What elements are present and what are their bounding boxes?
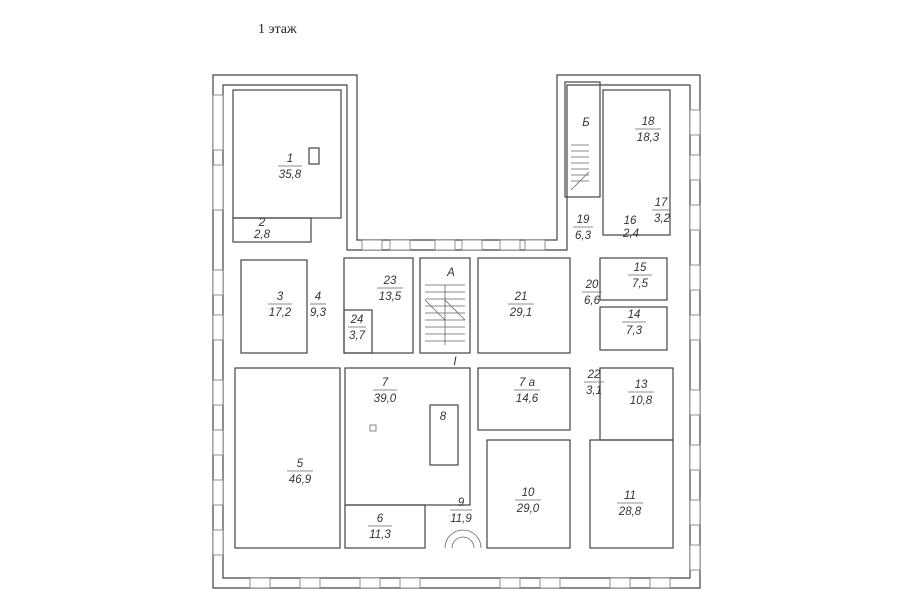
svg-text:3: 3 <box>277 291 284 303</box>
room-24-label: 243,7 <box>348 314 366 342</box>
svg-text:2,4: 2,4 <box>622 228 639 240</box>
svg-text:13,5: 13,5 <box>379 291 402 303</box>
svg-text:20: 20 <box>585 279 599 291</box>
svg-text:9: 9 <box>458 497 465 509</box>
room-13-label: 13 10,8 <box>628 379 654 407</box>
room-11-label: 11 28,8 <box>617 490 643 518</box>
svg-text:7: 7 <box>382 377 389 389</box>
svg-text:28,8: 28,8 <box>618 506 642 518</box>
svg-text:6,6: 6,6 <box>584 295 601 307</box>
svg-text:2,8: 2,8 <box>253 229 271 241</box>
svg-text:1: 1 <box>287 153 293 165</box>
svg-text:14: 14 <box>628 309 641 321</box>
svg-text:29,0: 29,0 <box>516 503 540 515</box>
room-4-label: 49,3 <box>310 291 327 319</box>
svg-text:6,3: 6,3 <box>575 230 592 242</box>
svg-text:17,2: 17,2 <box>269 307 292 319</box>
svg-text:3,1: 3,1 <box>586 385 602 397</box>
svg-text:9,3: 9,3 <box>310 307 327 319</box>
svg-text:7,3: 7,3 <box>626 325 643 337</box>
svg-text:15: 15 <box>634 262 647 274</box>
room-22-label: 223,1 <box>584 369 604 397</box>
svg-text:18,3: 18,3 <box>637 132 660 144</box>
svg-text:22: 22 <box>587 369 601 381</box>
svg-text:6: 6 <box>377 513 384 525</box>
room-14-label: 147,3 <box>622 309 646 337</box>
stair-i-label: I <box>453 356 457 368</box>
svg-text:3,2: 3,2 <box>654 213 671 225</box>
room-7-label: 739,0 <box>373 377 397 405</box>
svg-text:10,8: 10,8 <box>630 395 653 407</box>
room-20-label: 206,6 <box>582 279 602 307</box>
room-7a-label: 7 а 14,6 <box>514 377 540 405</box>
svg-text:18: 18 <box>642 116 655 128</box>
svg-text:29,1: 29,1 <box>509 307 532 319</box>
room-16-label: 162,4 <box>622 215 639 240</box>
stair-a <box>424 284 466 345</box>
room-17-label: 173,2 <box>652 197 671 225</box>
room-9-label: 911,9 <box>450 497 472 525</box>
svg-text:8: 8 <box>440 411 447 423</box>
room-18-label: 18 18,3 <box>635 116 661 144</box>
room-3-label: 317,2 <box>268 291 292 319</box>
svg-text:23: 23 <box>383 275 397 287</box>
room-5-label: 546,9 <box>287 458 313 486</box>
room-23-label: 23 13,5 <box>377 275 403 303</box>
svg-text:19: 19 <box>577 214 590 226</box>
svg-text:14,6: 14,6 <box>516 393 539 405</box>
svg-text:4: 4 <box>315 291 321 303</box>
svg-text:16: 16 <box>624 215 637 227</box>
stair-b-label: Б <box>582 117 590 129</box>
svg-text:7,5: 7,5 <box>632 278 649 290</box>
room-10-label: 10 29,0 <box>515 487 541 515</box>
stair-b <box>570 144 590 191</box>
svg-text:13: 13 <box>635 379 648 391</box>
svg-text:2: 2 <box>258 217 266 229</box>
room-6-label: 611,3 <box>368 513 392 541</box>
svg-text:7 а: 7 а <box>519 377 535 389</box>
svg-text:11: 11 <box>624 490 636 502</box>
room-walls <box>232 81 674 549</box>
room-2-label: 22,8 <box>253 217 271 241</box>
svg-text:35,8: 35,8 <box>279 169 302 181</box>
room-19-label: 196,3 <box>573 214 593 242</box>
svg-text:11,3: 11,3 <box>369 529 391 541</box>
room-21-label: 21 29,1 <box>508 291 534 319</box>
room-15-label: 157,5 <box>628 262 652 290</box>
stair-a-label: А <box>446 267 455 279</box>
floor-title: 1 этаж <box>258 22 297 37</box>
svg-text:3,7: 3,7 <box>349 330 366 342</box>
svg-text:46,9: 46,9 <box>289 474 312 486</box>
room-8-label: 8 <box>440 411 447 423</box>
svg-text:11,9: 11,9 <box>450 513 472 525</box>
svg-text:10: 10 <box>522 487 535 499</box>
svg-text:17: 17 <box>655 197 668 209</box>
svg-text:5: 5 <box>297 458 304 470</box>
room-1-label: 135,8 <box>278 153 302 181</box>
svg-text:21: 21 <box>514 291 528 303</box>
svg-text:24: 24 <box>350 314 364 326</box>
svg-text:39,0: 39,0 <box>374 393 397 405</box>
windows <box>212 94 701 589</box>
